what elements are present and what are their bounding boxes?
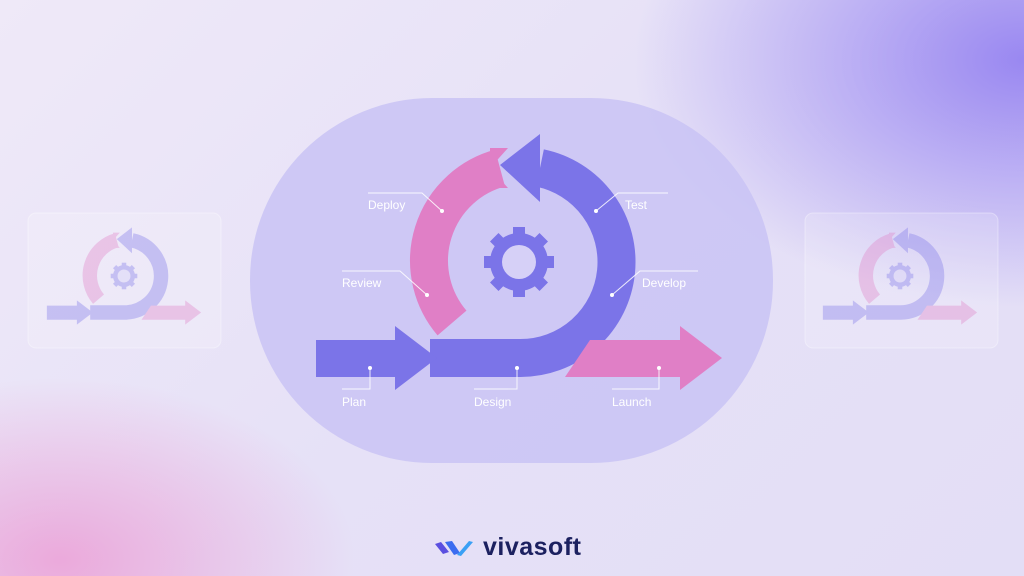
label-launch: Launch	[612, 395, 651, 409]
label-plan: Plan	[342, 395, 366, 409]
brand-name: vivasoft	[483, 533, 582, 561]
brand: vivasoft	[433, 533, 581, 562]
label-design: Design	[474, 395, 511, 409]
leader-lines	[342, 192, 698, 390]
label-test: Test	[625, 198, 648, 212]
label-develop: Develop	[642, 276, 686, 290]
label-review: Review	[342, 276, 382, 290]
label-deploy: Deploy	[368, 198, 405, 212]
vivasoft-logo-icon	[435, 540, 473, 556]
